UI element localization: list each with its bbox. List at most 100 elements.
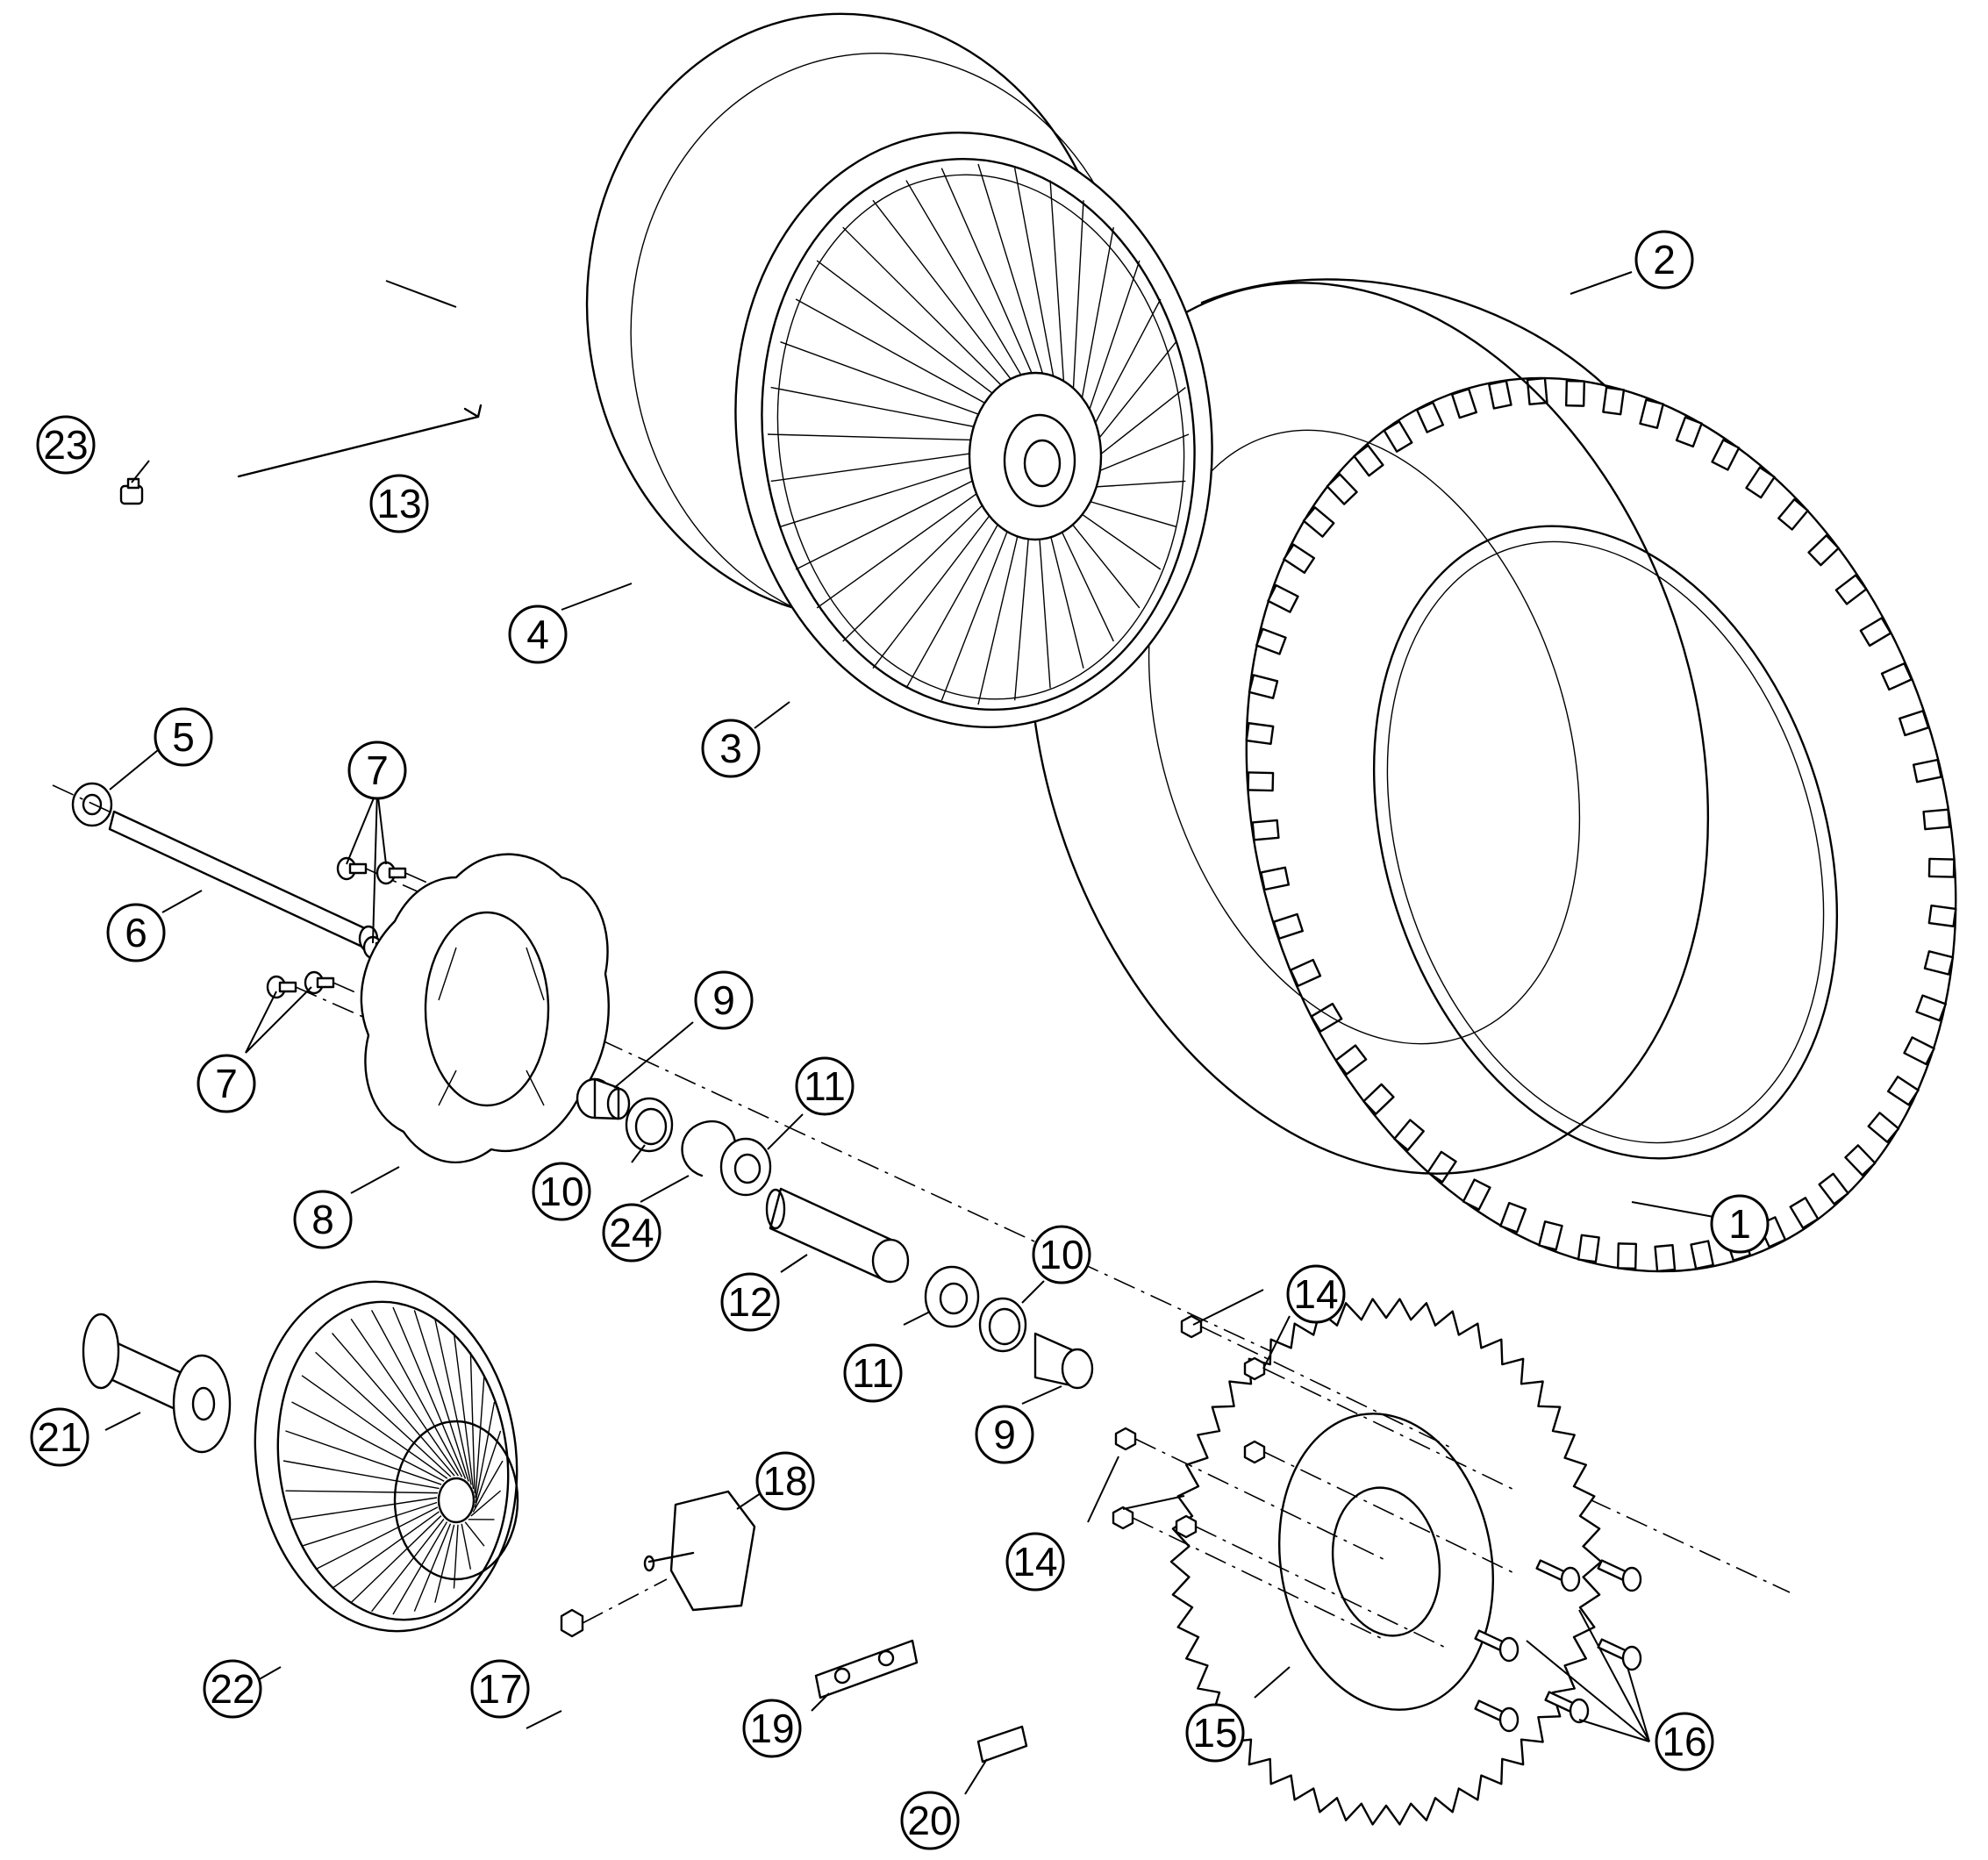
tread-knob [1326,473,1358,505]
callout-14-upper: 14 [1286,1264,1346,1324]
nut-axis-line [1200,1326,1455,1450]
spoke-line [413,1523,452,1612]
bearing-11-b [924,1265,980,1328]
sprocket-nuts [1112,1314,1519,1650]
sprocket-nut [1112,1506,1134,1530]
sprocket-bolt-head [1560,1566,1581,1592]
svg-text:18: 18 [762,1458,807,1504]
nut-17 [560,1578,668,1638]
spoke-line [332,1511,440,1590]
callout-23: 23 [36,415,96,475]
nut-axis-line [1263,1368,1519,1492]
spoke-line [872,490,1009,669]
spoke-line [795,466,1001,570]
svg-text:3: 3 [719,726,742,771]
spoke-line [770,386,1007,434]
tread-knob [1393,1119,1425,1152]
svg-text:8: 8 [311,1197,334,1242]
spoke-line [285,1430,442,1485]
tread-knob [1538,1220,1563,1251]
spoke-line [842,483,1005,642]
callout-22: 22 [203,1659,262,1719]
sprocket-bolts [1474,1559,1642,1733]
callout-6: 6 [106,903,166,962]
svg-text:13: 13 [376,481,421,526]
tread-knob [1807,534,1840,567]
tread-knob [1880,662,1913,691]
disc-bolt-shank [278,981,297,993]
tread-knob [1248,674,1279,699]
spoke-line [315,1351,452,1477]
svg-text:6: 6 [125,910,147,955]
sprocket-bolt-head [1498,1706,1520,1733]
brake-disc [360,853,610,1164]
tread-knob [1310,1002,1343,1033]
spoke-nipple [119,477,144,505]
callout-7-lower: 7 [197,1054,256,1113]
tread-knob [1251,819,1280,841]
circlip-24 [681,1120,737,1177]
callout-10-lower: 10 [1032,1225,1091,1284]
callout-10-upper: 10 [532,1162,591,1221]
callout-9-lower: 9 [975,1405,1034,1464]
spoke-line [940,503,1019,701]
svg-text:19: 19 [749,1706,794,1751]
sprocket [1169,1298,1603,1826]
svg-text:7: 7 [366,748,389,793]
tread-knob [1915,994,1947,1022]
spoke-line [461,1523,472,1570]
spoke-line [453,1524,459,1589]
sprocket-bolt-head [1498,1636,1520,1663]
svg-text:2: 2 [1653,237,1676,283]
svg-text:24: 24 [609,1210,654,1256]
sprocket-nut [1243,1440,1266,1464]
tread-knob [1818,1172,1849,1205]
spoke-line [816,260,1022,416]
tread-knob [1577,1234,1600,1263]
tread-knob [1255,627,1287,655]
spoke-line [301,1501,438,1547]
spoke-line [475,1375,485,1499]
tread-knob [1450,388,1477,419]
tread-knob [1834,574,1868,605]
spoke-line [469,1352,476,1494]
tread-knob [1302,506,1335,538]
spoke-line [770,448,1002,483]
sprocket-nut [1114,1427,1137,1451]
spoke-line [475,1401,496,1504]
spoke-line [350,1318,459,1477]
tread-knob [1415,401,1445,433]
tire [1245,376,1957,1273]
tread-knob [1616,1242,1638,1270]
svg-text:12: 12 [727,1279,772,1325]
spoke-line [371,1519,445,1613]
callout-14-lower: 14 [1005,1532,1065,1592]
leader-lines [104,271,1729,1795]
svg-text:9: 9 [993,1412,1016,1457]
spoke-line [392,1306,467,1479]
tread-knob [1912,758,1942,783]
sprocket-nut [1180,1314,1203,1339]
spoke-line [282,1460,440,1490]
sprocket-bolt-head [1569,1698,1590,1724]
tread-knob [1789,1197,1820,1229]
tread-knob [1334,1044,1368,1076]
tread-knob [1903,1036,1935,1066]
callout-20: 20 [900,1791,960,1850]
tread-knob [1923,950,1955,976]
callout-11-lower: 11 [843,1343,903,1403]
sprocket-nut [1175,1514,1198,1539]
spoke-line [315,1506,439,1570]
callout-1: 1 [1710,1194,1770,1254]
tread-knob [1654,1243,1677,1273]
master-link [976,1725,1028,1763]
spoke-line [780,457,1001,528]
nut-axis-line [1195,1526,1450,1650]
spoke-line [816,475,1003,609]
seal-10-a [625,1097,674,1153]
tread-knob [1353,444,1384,477]
callout-8: 8 [293,1190,353,1249]
seal-10-b [978,1297,1027,1353]
svg-text:16: 16 [1662,1719,1706,1764]
